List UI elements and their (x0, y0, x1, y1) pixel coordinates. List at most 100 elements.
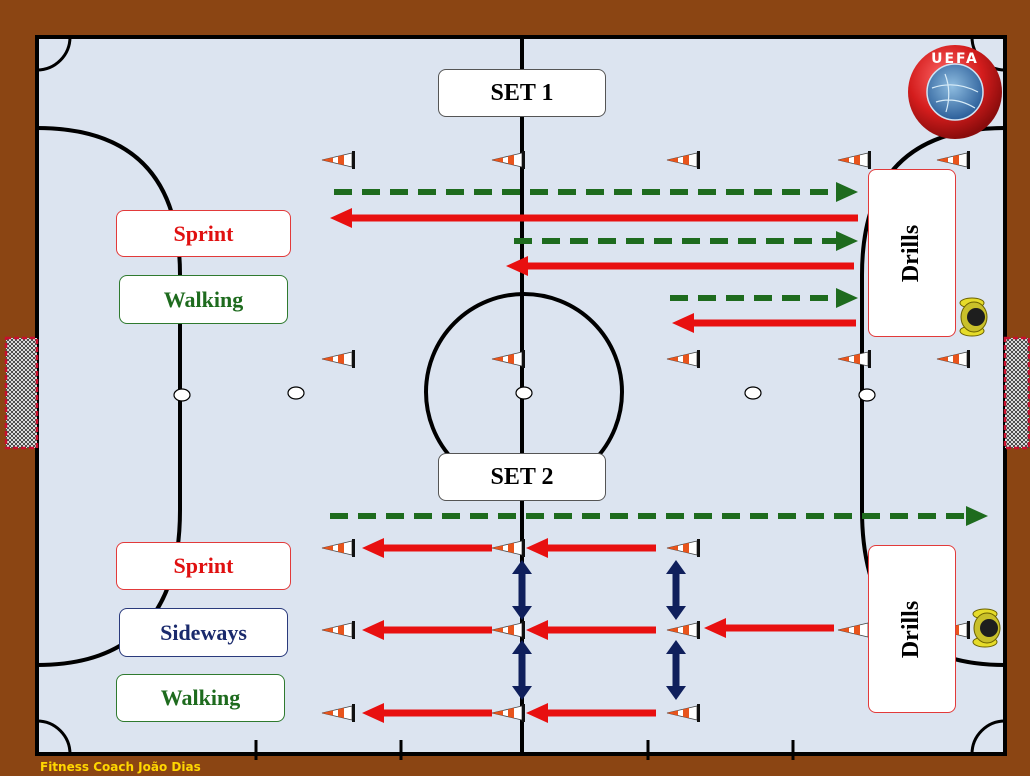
player-icon (972, 608, 1001, 648)
cone-icon (321, 704, 355, 722)
cone-stripe (508, 154, 514, 166)
cone-base (697, 621, 700, 639)
cone-tip (838, 627, 849, 633)
cone-tip (937, 157, 948, 163)
walking-arrow-head (966, 506, 988, 526)
cone-base (352, 621, 355, 639)
penalty-spot (173, 388, 191, 402)
arrows-layer (330, 182, 988, 723)
cone-stripe (508, 624, 514, 636)
cone-base (697, 539, 700, 557)
walking-arrow-head (836, 182, 858, 202)
cone-tip (322, 545, 333, 551)
cone-base (868, 350, 871, 368)
cone-tip (838, 356, 849, 362)
cone-base (352, 350, 355, 368)
cone-base (967, 350, 970, 368)
cone-stripe (953, 353, 959, 365)
cone-tip (322, 710, 333, 716)
cone-base (967, 151, 970, 169)
sideways-arrow-head-down (512, 606, 532, 620)
sideways-arrow-head-up (512, 560, 532, 574)
cone-icon (666, 704, 700, 722)
set1-walking-label: Walking (119, 275, 288, 324)
cone-stripe (683, 154, 689, 166)
set1-drills-text: Drills (898, 224, 925, 282)
cone-stripe (854, 624, 860, 636)
cone-base (868, 151, 871, 169)
cone-icon (491, 704, 525, 722)
cone-tip (492, 157, 503, 163)
walking-arrow-head (836, 231, 858, 251)
set1-walking-text: Walking (163, 286, 244, 312)
cone-base (697, 350, 700, 368)
sprint-arrow-head (526, 703, 548, 723)
court-spots (173, 386, 876, 402)
penalty-spot (858, 388, 876, 402)
corner-arc (970, 719, 1006, 755)
player-icon (959, 297, 988, 337)
cone-icon (321, 539, 355, 557)
center-spot (515, 386, 533, 400)
cone-tip (492, 356, 503, 362)
set2-sideways-text: Sideways (160, 619, 247, 645)
sideways-arrow-head-up (666, 640, 686, 654)
globe-icon (926, 63, 984, 121)
cone-tip (667, 356, 678, 362)
sprint-arrow-head (506, 256, 528, 276)
cone-icon (491, 539, 525, 557)
cone-base (352, 539, 355, 557)
cone-base (522, 350, 525, 368)
cone-tip (322, 157, 333, 163)
second-penalty-spot (744, 386, 762, 400)
set2-drills-box: Drills (868, 545, 956, 713)
cone-icon (666, 151, 700, 169)
cone-icon (491, 621, 525, 639)
cone-tip (937, 356, 948, 362)
cone-icon (321, 151, 355, 169)
cone-stripe (683, 353, 689, 365)
right-goal (1003, 336, 1030, 450)
second-penalty-spot (287, 386, 305, 400)
sprint-arrow-head (362, 703, 384, 723)
cone-tip (492, 627, 503, 633)
cone-icon (936, 350, 970, 368)
sideways-arrow-head-up (512, 640, 532, 654)
cone-stripe (508, 542, 514, 554)
cone-stripe (508, 353, 514, 365)
sprint-arrow-head (704, 618, 726, 638)
cone-base (967, 621, 970, 639)
cone-stripe (854, 353, 860, 365)
cone-stripe (338, 624, 344, 636)
players-layer (959, 297, 1001, 648)
cone-icon (936, 151, 970, 169)
sideways-arrow-head-down (666, 606, 686, 620)
set1-drills-box: Drills (868, 169, 956, 337)
cone-stripe (953, 154, 959, 166)
cone-icon (321, 350, 355, 368)
cone-icon (837, 350, 871, 368)
player-head (980, 619, 998, 637)
credit-text: Fitness Coach João Dias (40, 760, 201, 774)
cone-base (522, 151, 525, 169)
cone-tip (667, 710, 678, 716)
cone-base (697, 704, 700, 722)
cone-tip (492, 710, 503, 716)
cone-icon (666, 621, 700, 639)
sprint-arrow-head (362, 538, 384, 558)
cone-tip (667, 627, 678, 633)
set2-walking-label: Walking (116, 674, 285, 722)
cone-stripe (854, 154, 860, 166)
cone-stripe (338, 707, 344, 719)
set1-label: SET 1 (438, 69, 606, 117)
cone-stripe (683, 707, 689, 719)
logo-text: UEFA (931, 51, 979, 67)
cone-tip (667, 157, 678, 163)
cone-base (522, 621, 525, 639)
set1-label-text: SET 1 (490, 79, 554, 106)
cone-tip (838, 157, 849, 163)
cone-tip (322, 627, 333, 633)
cone-tip (667, 545, 678, 551)
cone-tip (322, 356, 333, 362)
